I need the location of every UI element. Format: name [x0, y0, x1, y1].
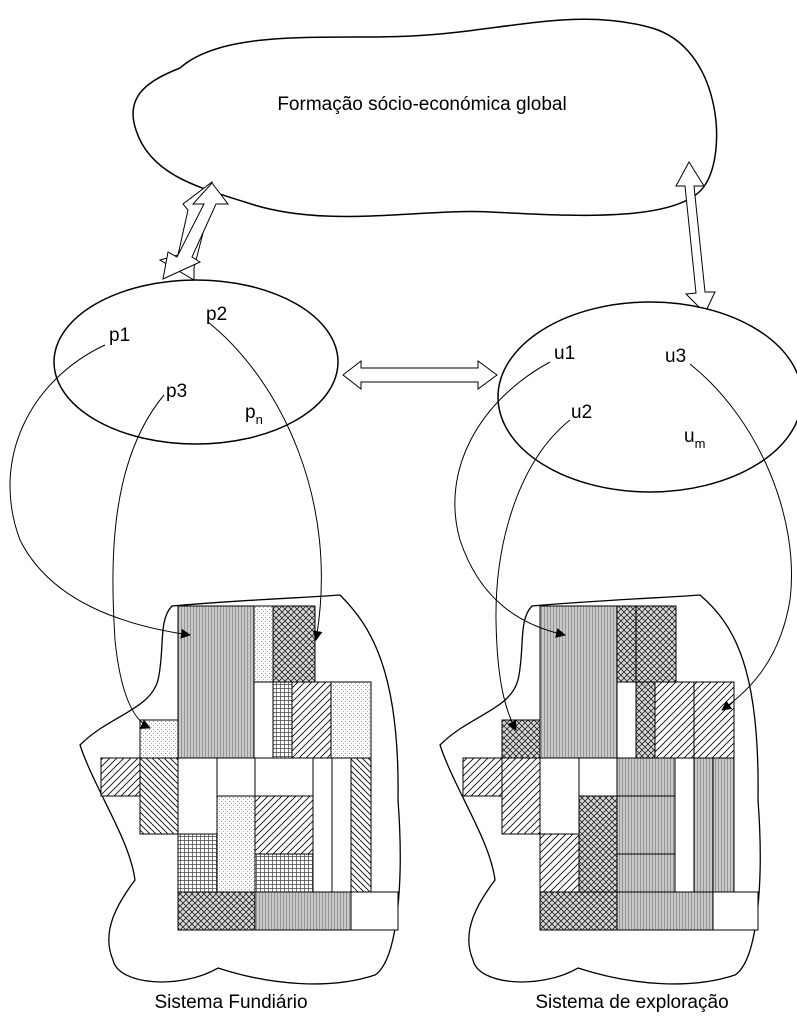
- parcel: [253, 605, 274, 683]
- parcel: [254, 795, 314, 855]
- global-formation-cloud: [132, 18, 718, 218]
- parcel: [654, 681, 695, 759]
- parcel: [539, 605, 618, 759]
- user-label: u2: [571, 402, 592, 423]
- parcel: [501, 719, 541, 759]
- parcel: [539, 891, 618, 931]
- parcel: [635, 605, 677, 683]
- landowners-ellipse: [53, 279, 339, 445]
- link-u2-arrow: [495, 419, 571, 731]
- parcel: [674, 757, 695, 893]
- parcel: [177, 605, 255, 759]
- caption-land-tenure-system: Sistema Fundiário: [154, 992, 307, 1013]
- parcel: [616, 605, 637, 683]
- parcel: [693, 757, 714, 893]
- parcel: [139, 757, 179, 835]
- parcel: [254, 757, 314, 797]
- user-m-label: um: [684, 426, 705, 451]
- parcel: [312, 757, 333, 893]
- parcel: [616, 795, 676, 855]
- users-ellipse: [497, 301, 797, 493]
- parcel: [253, 681, 274, 759]
- parcel: [177, 891, 256, 931]
- parcel: [635, 681, 656, 759]
- parcel: [539, 833, 580, 893]
- parcel: [462, 757, 503, 797]
- caption-exploitation-system: Sistema de exploração: [535, 992, 728, 1013]
- landowner-label: p3: [166, 381, 187, 402]
- land-tenure-parcels: [100, 605, 399, 931]
- parcel: [177, 833, 218, 893]
- double-arrow-landowners-users: [342, 359, 498, 391]
- landowner-label: p2: [206, 304, 227, 325]
- double-arrow-left-outline: [162, 182, 230, 280]
- parcel: [330, 681, 372, 759]
- parcel: [712, 757, 735, 893]
- parcel: [350, 891, 399, 931]
- link-u1-arrow: [454, 361, 566, 638]
- parcel: [693, 681, 735, 759]
- parcel: [539, 757, 580, 835]
- parcel: [616, 757, 676, 797]
- link-p3-arrow: [112, 394, 165, 729]
- parcel: [272, 605, 316, 683]
- parcel: [291, 681, 332, 759]
- parcel: [331, 757, 352, 893]
- link-p1-arrow: [9, 344, 191, 639]
- parcel: [578, 757, 618, 797]
- landowner-n-label: pn: [245, 402, 263, 427]
- link-p2-arrow: [207, 321, 323, 641]
- parcel: [501, 757, 541, 835]
- parcel: [100, 757, 141, 797]
- parcel: [616, 853, 676, 893]
- parcel: [712, 891, 759, 931]
- parcel: [578, 795, 618, 893]
- parcel: [254, 891, 352, 931]
- parcel: [139, 719, 179, 759]
- exploitation-parcels: [462, 605, 759, 931]
- parcel: [254, 853, 314, 893]
- user-label: u1: [554, 343, 575, 364]
- parcel: [177, 757, 218, 835]
- parcel: [616, 681, 637, 759]
- global-formation-label: Formação sócio-económica global: [277, 94, 566, 115]
- link-u3-arrow: [689, 363, 792, 711]
- parcel: [616, 891, 714, 931]
- parcel: [272, 681, 293, 759]
- parcel: [216, 757, 256, 797]
- user-label: u3: [665, 346, 686, 367]
- parcel: [216, 795, 256, 893]
- parcel: [350, 757, 372, 893]
- landowner-label: p1: [109, 325, 130, 346]
- double-arrow-global-users: [675, 161, 716, 314]
